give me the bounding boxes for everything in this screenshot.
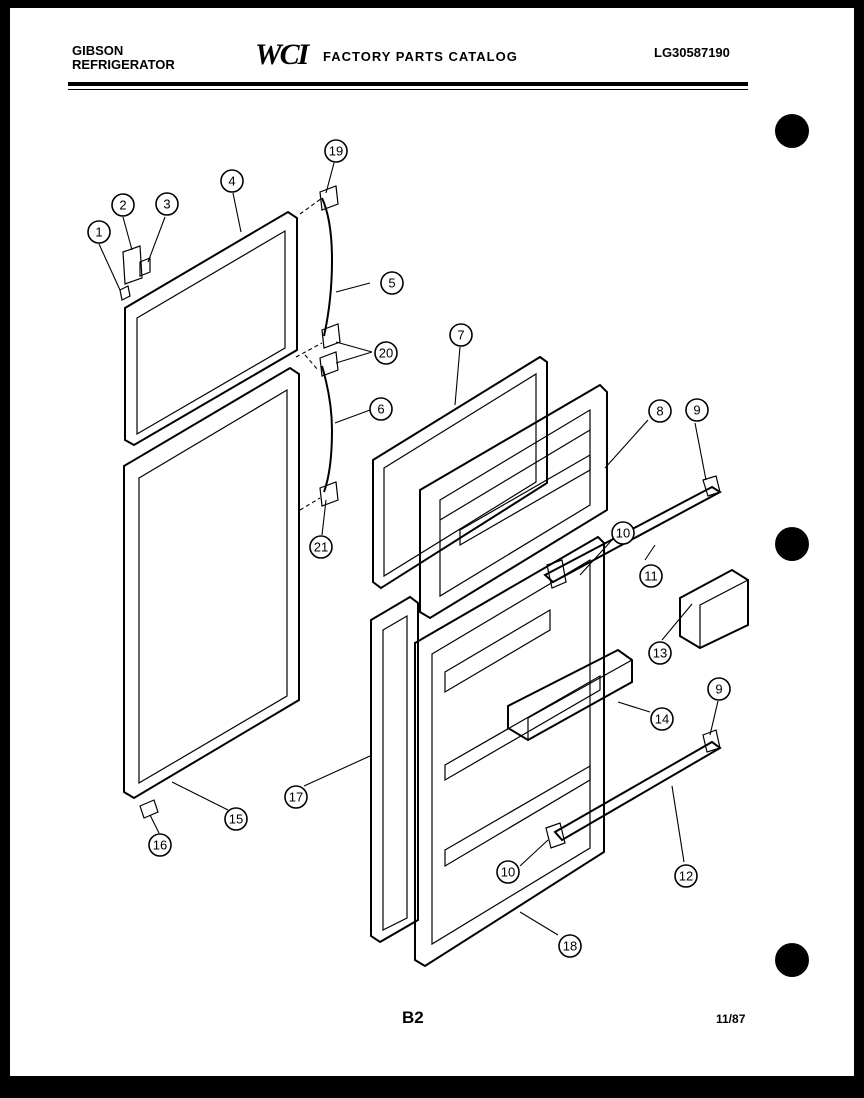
callout-6: 6 — [369, 397, 393, 421]
callout-15: 15 — [224, 807, 248, 831]
svg-text:18: 18 — [563, 939, 577, 954]
bottom-hinge — [139, 799, 159, 819]
svg-text:7: 7 — [457, 328, 464, 343]
freezer-inner-door — [419, 383, 608, 620]
svg-text:5: 5 — [388, 276, 395, 291]
svg-text:14: 14 — [655, 712, 669, 727]
header-rule-thin — [68, 89, 748, 90]
callout-3: 3 — [155, 192, 179, 216]
callout-19: 19 — [324, 139, 348, 163]
svg-text:6: 6 — [377, 402, 384, 417]
svg-text:10: 10 — [616, 526, 630, 541]
trim-clip — [119, 245, 151, 301]
binder-hole — [775, 527, 809, 561]
svg-text:12: 12 — [679, 869, 693, 884]
svg-text:9: 9 — [715, 682, 722, 697]
callout-8: 8 — [648, 399, 672, 423]
svg-text:21: 21 — [314, 540, 328, 555]
callout-14: 14 — [650, 707, 674, 731]
wci-logo: WCI — [255, 38, 309, 71]
callout-2: 2 — [111, 193, 135, 217]
svg-text:15: 15 — [229, 812, 243, 827]
brand-line-1: GIBSON — [72, 43, 124, 58]
svg-text:10: 10 — [501, 865, 515, 880]
binder-hole — [775, 114, 809, 148]
callout-7: 7 — [449, 323, 473, 347]
svg-text:16: 16 — [153, 838, 167, 853]
callout-10: 10 — [611, 521, 635, 545]
page-number: B2 — [402, 1008, 424, 1027]
callout-11: 11 — [639, 564, 663, 588]
svg-text:8: 8 — [656, 404, 663, 419]
freezer-liner-gasket — [372, 355, 548, 590]
fresh-food-inner-door — [414, 535, 605, 968]
header-rule — [68, 82, 748, 86]
leader-lines — [98, 162, 719, 936]
callout-20: 20 — [374, 341, 398, 365]
svg-text:13: 13 — [653, 646, 667, 661]
freezer-door-handle — [319, 185, 341, 349]
brand-line-2: REFRIGERATOR — [72, 57, 175, 72]
catalog-title: FACTORY PARTS CATALOG — [323, 49, 518, 64]
svg-text:1: 1 — [95, 225, 102, 240]
svg-text:9: 9 — [693, 403, 700, 418]
catalog-date: 11/87 — [716, 1012, 746, 1026]
callout-18: 18 — [558, 934, 582, 958]
callout-17: 17 — [284, 785, 308, 809]
callout-4: 4 — [220, 169, 244, 193]
fresh-food-liner-gasket — [370, 595, 419, 944]
svg-text:3: 3 — [163, 197, 170, 212]
model-number: LG30587190 — [654, 45, 730, 60]
fresh-food-door-shelf-rail — [545, 729, 722, 849]
callout-5: 5 — [380, 271, 404, 295]
binder-hole — [775, 943, 809, 977]
callout-12: 12 — [674, 864, 698, 888]
svg-text:20: 20 — [379, 346, 393, 361]
callout-10b: 10 — [496, 860, 520, 884]
callout-1: 1 — [87, 220, 111, 244]
brand-label: GIBSON REFRIGERATOR — [72, 44, 175, 72]
svg-text:11: 11 — [644, 569, 658, 584]
svg-text:4: 4 — [228, 174, 235, 189]
callout-13: 13 — [648, 641, 672, 665]
fresh-food-door-gasket — [123, 366, 300, 800]
svg-text:19: 19 — [329, 144, 343, 159]
svg-text:2: 2 — [119, 198, 126, 213]
dairy-door — [679, 568, 749, 650]
fresh-food-door-handle — [319, 351, 339, 507]
door-shelf — [507, 648, 633, 742]
svg-text:17: 17 — [289, 790, 303, 805]
callout-9: 9 — [685, 398, 709, 422]
callout-9b: 9 — [707, 677, 731, 701]
freezer-door-gasket — [124, 210, 298, 447]
callout-16: 16 — [148, 833, 172, 857]
callout-21: 21 — [309, 535, 333, 559]
